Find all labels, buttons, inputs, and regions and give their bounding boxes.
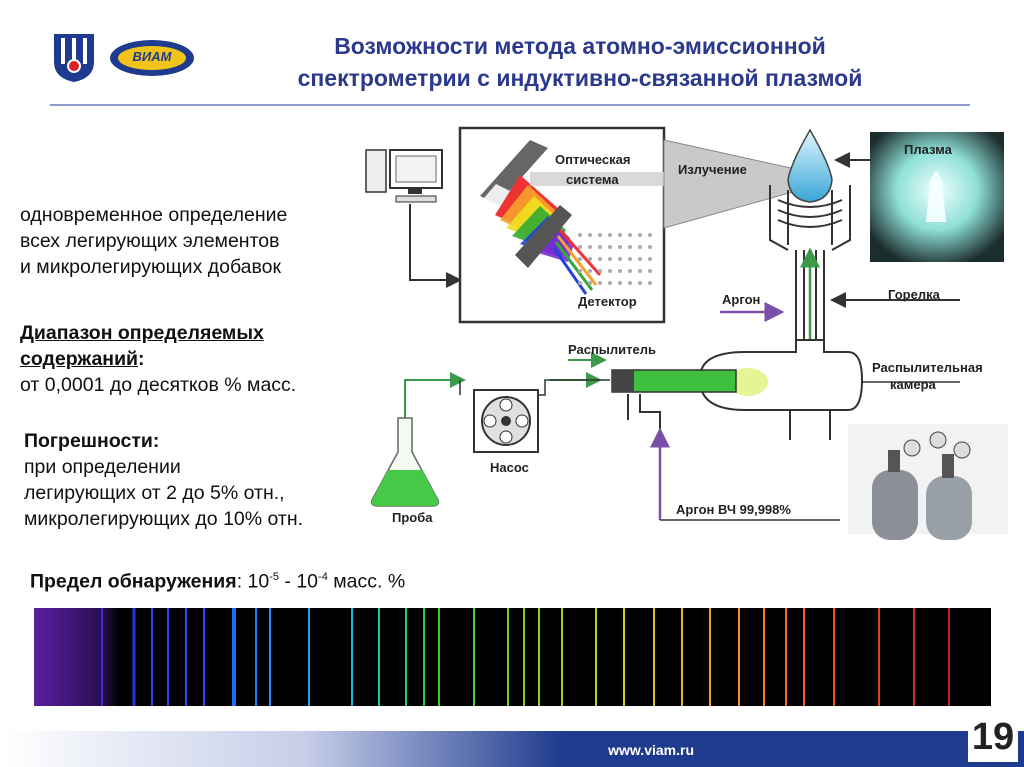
detection-limit-label: Предел обнаружения [30,570,237,593]
title-divider [50,104,970,106]
emission-spectrum [34,608,991,706]
sample-flask [370,417,440,507]
optical-grating [480,140,602,295]
label-optics: Оптическая [555,152,631,167]
viam-logo: ВИАМ [108,38,196,78]
torch [769,185,851,350]
label-sample: Проба [392,510,433,525]
page-number: 19 [968,712,1018,762]
detection-limit-text: - 10 [279,570,319,593]
plasma-flame [787,128,833,203]
gas-cylinders-photo [848,424,1008,540]
computer-icon [365,149,443,203]
label-detector: Детектор [578,294,637,309]
institute-logo [52,32,96,84]
label-chamber-1: Распылительная [872,360,983,375]
label-plasma: Плазма [904,142,952,157]
label-nebulizer: Распылитель [568,342,657,357]
label-radiation: Излучение [678,162,747,177]
text-line: всех легирующих элементов [20,230,280,252]
icp-diagram [365,126,1008,540]
text-line: легирующих от 2 до 5% отн., [24,482,285,504]
detector-array [578,233,652,285]
text-block-errors: Погрешности: при определении легирующих … [24,428,404,532]
detection-limit-text: : 10 [236,570,270,593]
exponent: -5 [269,571,279,583]
range-value: от 0,0001 до десятков % масс. [20,374,297,396]
label-argon-hf: Аргон ВЧ 99,998% [676,502,791,517]
label-pump: Насос [490,460,529,475]
label-torch: Горелка [888,287,940,302]
text-block-range: Диапазон определяемых содержаний: от 0,0… [20,320,400,398]
text-line: и микролегирующих добавок [20,256,282,278]
footer-bar [0,731,1024,767]
footer-url[interactable]: www.viam.ru [608,742,694,758]
label-argon: Аргон [722,292,761,307]
detection-limit: Предел обнаружения: 10-5 - 10-4 масс. % [30,564,550,595]
range-colon: : [138,348,145,370]
text-line: одновременное определение [20,204,288,226]
label-chamber-2: камера [890,377,936,392]
errors-heading: Погрешности: [24,430,160,452]
range-heading-1: Диапазон определяемых [20,322,264,344]
text-line: микролегирующих до 10% отн. [24,508,304,530]
page-title: Возможности метода атомно-эмиссионной сп… [210,30,950,94]
title-line-1: Возможности метода атомно-эмиссионной [334,33,826,59]
viam-logo-text: ВИАМ [132,49,172,64]
text-block-simultaneous: одновременное определение всех легирующи… [20,202,380,280]
title-line-2: спектрометрии с индуктивно-связанной пла… [297,65,863,91]
text-line: при определении [24,456,181,478]
detection-limit-unit: масс. % [327,570,406,593]
radiation-beam [663,139,801,229]
exponent: -4 [318,571,328,583]
label-optics-2: система [566,172,619,187]
range-heading-2: содержаний [20,348,139,370]
